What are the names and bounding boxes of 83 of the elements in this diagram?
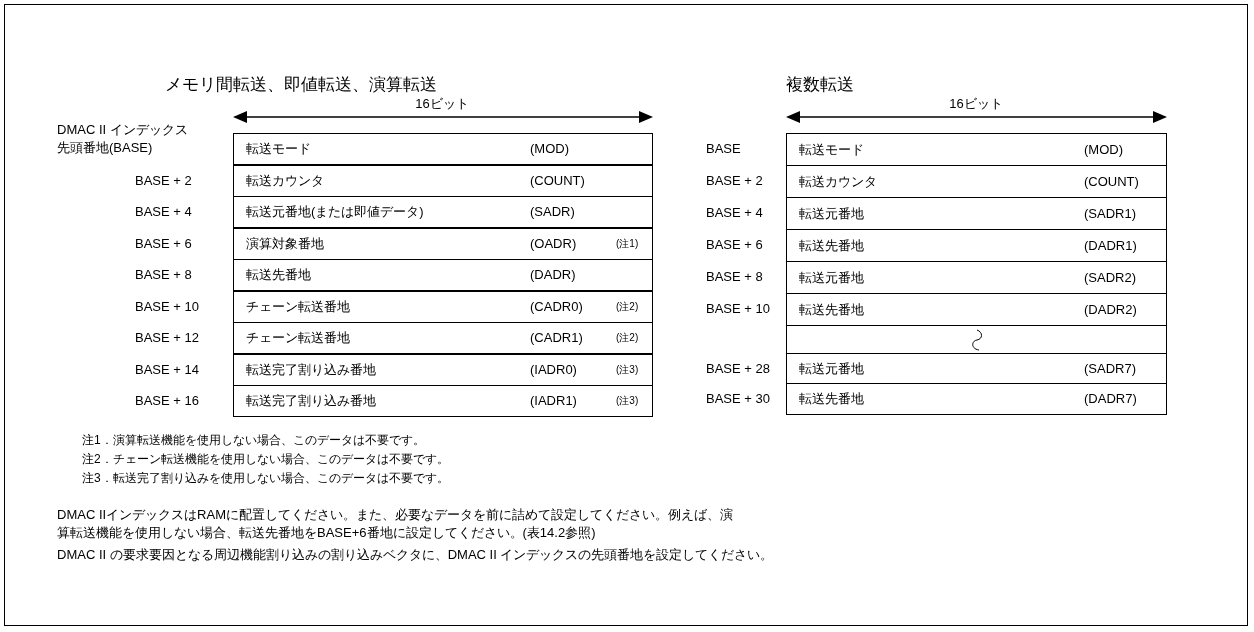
note-mark: (注2) <box>616 331 639 345</box>
register-name: (CADR1) <box>530 330 583 346</box>
offset-label: BASE + 16 <box>135 392 199 410</box>
field-name: 転送元番地(または即値データ) <box>246 204 424 220</box>
table-row <box>233 385 653 417</box>
table-row <box>233 322 653 354</box>
section-heading: 複数転送 <box>786 74 854 95</box>
offset-label: BASE + 12 <box>135 329 199 347</box>
register-name: (DADR) <box>530 267 576 283</box>
table-row <box>233 353 653 386</box>
dimension-label: 16ビット <box>949 95 1003 112</box>
field-name: チェーン転送番地 <box>246 330 350 346</box>
field-name: 転送完了割り込み番地 <box>246 393 376 409</box>
offset-label: BASE + 10 <box>706 300 770 318</box>
register-name: (OADR) <box>530 235 577 252</box>
table-row <box>786 353 1167 384</box>
empty-row <box>786 325 1167 354</box>
field-name: 転送完了割り込み番地 <box>246 361 376 378</box>
field-name: 転送カウンタ <box>246 172 324 189</box>
register-name: (SADR2) <box>1084 269 1136 286</box>
offset-label: BASE <box>706 140 741 158</box>
note-paragraph: DMAC IIインデックスはRAMに配置してください。また、必要なデータを前に詰めて設定してください。例えば、演算転送機能を使用しない場合、転送先番地をBASE+6番地に設定してください。(表14.2参照) <box>57 506 734 542</box>
offset-label: BASE + 14 <box>135 360 199 379</box>
table-row <box>233 133 653 165</box>
table-row <box>233 290 653 323</box>
register-name: (SADR1) <box>1084 205 1136 222</box>
table-row <box>786 293 1167 326</box>
dimension-label: 16ビット <box>415 95 469 112</box>
table-row <box>233 259 653 291</box>
field-name: 転送元番地 <box>799 360 864 377</box>
offset-label: BASE + 8 <box>135 266 192 284</box>
offset-label: BASE + 10 <box>135 297 199 316</box>
register-name: (MOD) <box>530 141 569 157</box>
footnote: 注3．転送完了割り込みを使用しない場合、このデータは不要です。 <box>82 470 449 486</box>
table-row <box>233 227 653 260</box>
offset-label: BASE + 30 <box>706 390 770 408</box>
table-row <box>786 133 1167 166</box>
offset-label: BASE + 2 <box>135 171 192 190</box>
note-mark: (注2) <box>616 299 639 314</box>
section-heading: メモリ間転送、即値転送、演算転送 <box>165 74 437 95</box>
table-row <box>786 197 1167 230</box>
field-name: 転送先番地 <box>799 301 864 318</box>
field-name: 転送モード <box>799 141 864 158</box>
field-name: 転送モード <box>246 141 311 157</box>
field-name: チェーン転送番地 <box>246 298 350 315</box>
register-name: (DADR2) <box>1084 301 1137 318</box>
field-name: 演算対象番地 <box>246 235 324 252</box>
offset-label: BASE + 28 <box>706 360 770 378</box>
offset-label: BASE + 6 <box>706 236 763 254</box>
register-name: (SADR7) <box>1084 360 1136 377</box>
register-name: (DADR7) <box>1084 391 1137 407</box>
table-row <box>786 165 1167 198</box>
register-name: (SADR) <box>530 204 575 220</box>
offset-label: BASE + 4 <box>135 203 192 221</box>
register-name: (IADR1) <box>530 393 577 409</box>
register-name: (IADR0) <box>530 361 577 378</box>
register-name: (MOD) <box>1084 141 1123 158</box>
footnote: 注1．演算転送機能を使用しない場合、このデータは不要です。 <box>82 432 425 448</box>
field-name: 転送元番地 <box>799 269 864 286</box>
register-name: (COUNT) <box>530 172 585 189</box>
footnote: 注2．チェーン転送機能を使用しない場合、このデータは不要です。 <box>82 451 449 467</box>
table-row <box>786 229 1167 262</box>
register-name: (CADR0) <box>530 298 583 315</box>
field-name: 転送カウンタ <box>799 173 877 190</box>
field-name: 転送先番地 <box>799 237 864 254</box>
offset-label: BASE + 8 <box>706 268 763 286</box>
table-row <box>233 196 653 228</box>
note-mark: (注3) <box>616 394 639 408</box>
note-mark: (注3) <box>616 362 639 377</box>
offset-label: BASE + 2 <box>706 172 763 190</box>
table-row <box>786 383 1167 415</box>
offset-label: BASE + 4 <box>706 204 763 222</box>
field-name: 転送先番地 <box>246 267 311 283</box>
table-row <box>233 164 653 197</box>
note-mark: (注1) <box>616 236 639 251</box>
field-name: 転送元番地 <box>799 205 864 222</box>
register-name: (COUNT) <box>1084 173 1139 190</box>
table-row <box>786 261 1167 294</box>
note-paragraph: DMAC II の要求要因となる周辺機能割り込みの割り込みベクタに、DMAC II インデックスの先頭番地を設定してください。 <box>57 546 774 563</box>
register-name: (DADR1) <box>1084 237 1137 254</box>
offset-label: DMAC II インデックス先頭番地(BASE) <box>57 121 189 157</box>
field-name: 転送先番地 <box>799 391 864 407</box>
offset-label: BASE + 6 <box>135 234 192 253</box>
